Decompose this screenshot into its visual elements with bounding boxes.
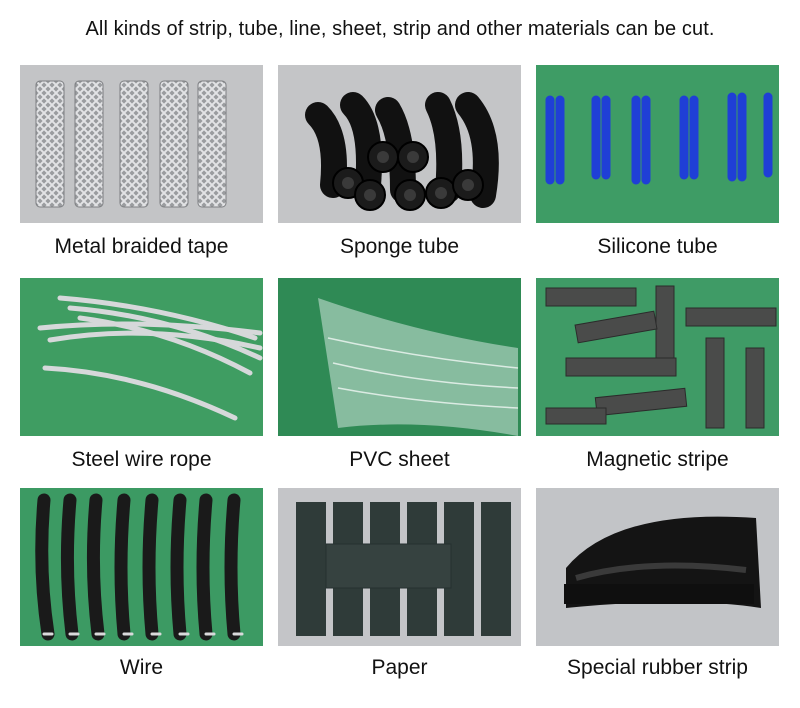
caption-silicone-tube: Silicone tube: [597, 235, 718, 258]
caption-magnetic-stripe: Magnetic stripe: [586, 448, 729, 471]
special-rubber-strip-photo-icon: [536, 488, 779, 646]
caption-wire: Wire: [119, 656, 164, 679]
magnetic-stripe-photo-icon: [536, 278, 779, 436]
silicone-tube-photo-icon: [536, 65, 779, 223]
wire-photo-icon: [20, 488, 263, 646]
caption-sponge-tube: Sponge tube: [339, 235, 460, 258]
steel-wire-rope-photo-icon: [20, 278, 263, 436]
caption-pvc-sheet: PVC sheet: [349, 448, 450, 471]
metal-braided-tape-photo-icon: [20, 65, 263, 223]
caption-metal-braided-tape: Metal braided tape: [54, 235, 229, 258]
paper-photo-icon: [278, 488, 521, 646]
headline: All kinds of strip, tube, line, sheet, s…: [85, 18, 715, 40]
caption-steel-wire-rope: Steel wire rope: [71, 448, 212, 471]
caption-special-rubber-strip: Special rubber strip: [567, 656, 748, 679]
sponge-tube-photo-icon: [278, 65, 521, 223]
caption-paper: Paper: [371, 656, 428, 679]
pvc-sheet-photo-icon: [278, 278, 521, 436]
